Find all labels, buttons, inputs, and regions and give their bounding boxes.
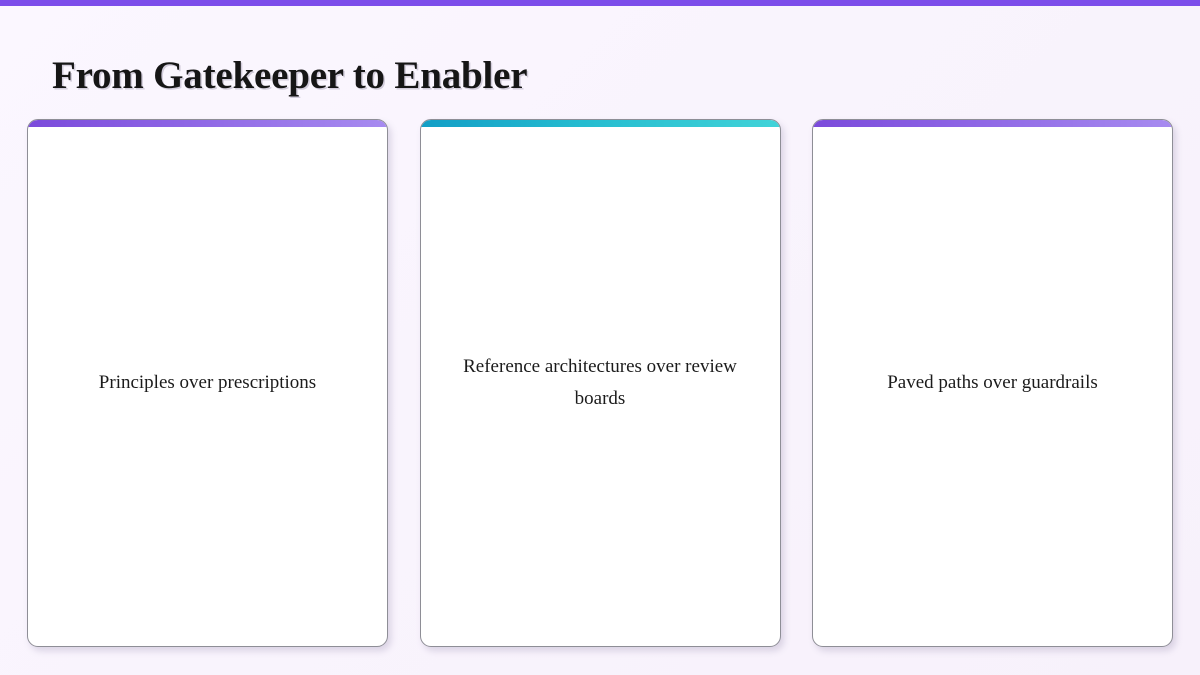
card-text: Principles over prescriptions: [98, 371, 317, 393]
page-title: From Gatekeeper to Enabler: [52, 54, 528, 98]
card-row: Principles over prescriptions Reference …: [27, 119, 1173, 647]
principle-card-1[interactable]: Principles over prescriptions: [27, 119, 388, 647]
card-accent-bar: [813, 120, 1172, 127]
card-accent-bar: [28, 120, 387, 127]
card-text: Reference architectures over review boar…: [463, 355, 737, 409]
principle-card-2[interactable]: Reference architectures over review boar…: [419, 119, 781, 647]
card-text: Paved paths over guardrails: [887, 371, 1098, 393]
top-accent-strip: [0, 0, 1200, 6]
principle-card-3[interactable]: Paved paths over guardrails: [812, 119, 1173, 647]
card-accent-bar: [420, 120, 780, 127]
